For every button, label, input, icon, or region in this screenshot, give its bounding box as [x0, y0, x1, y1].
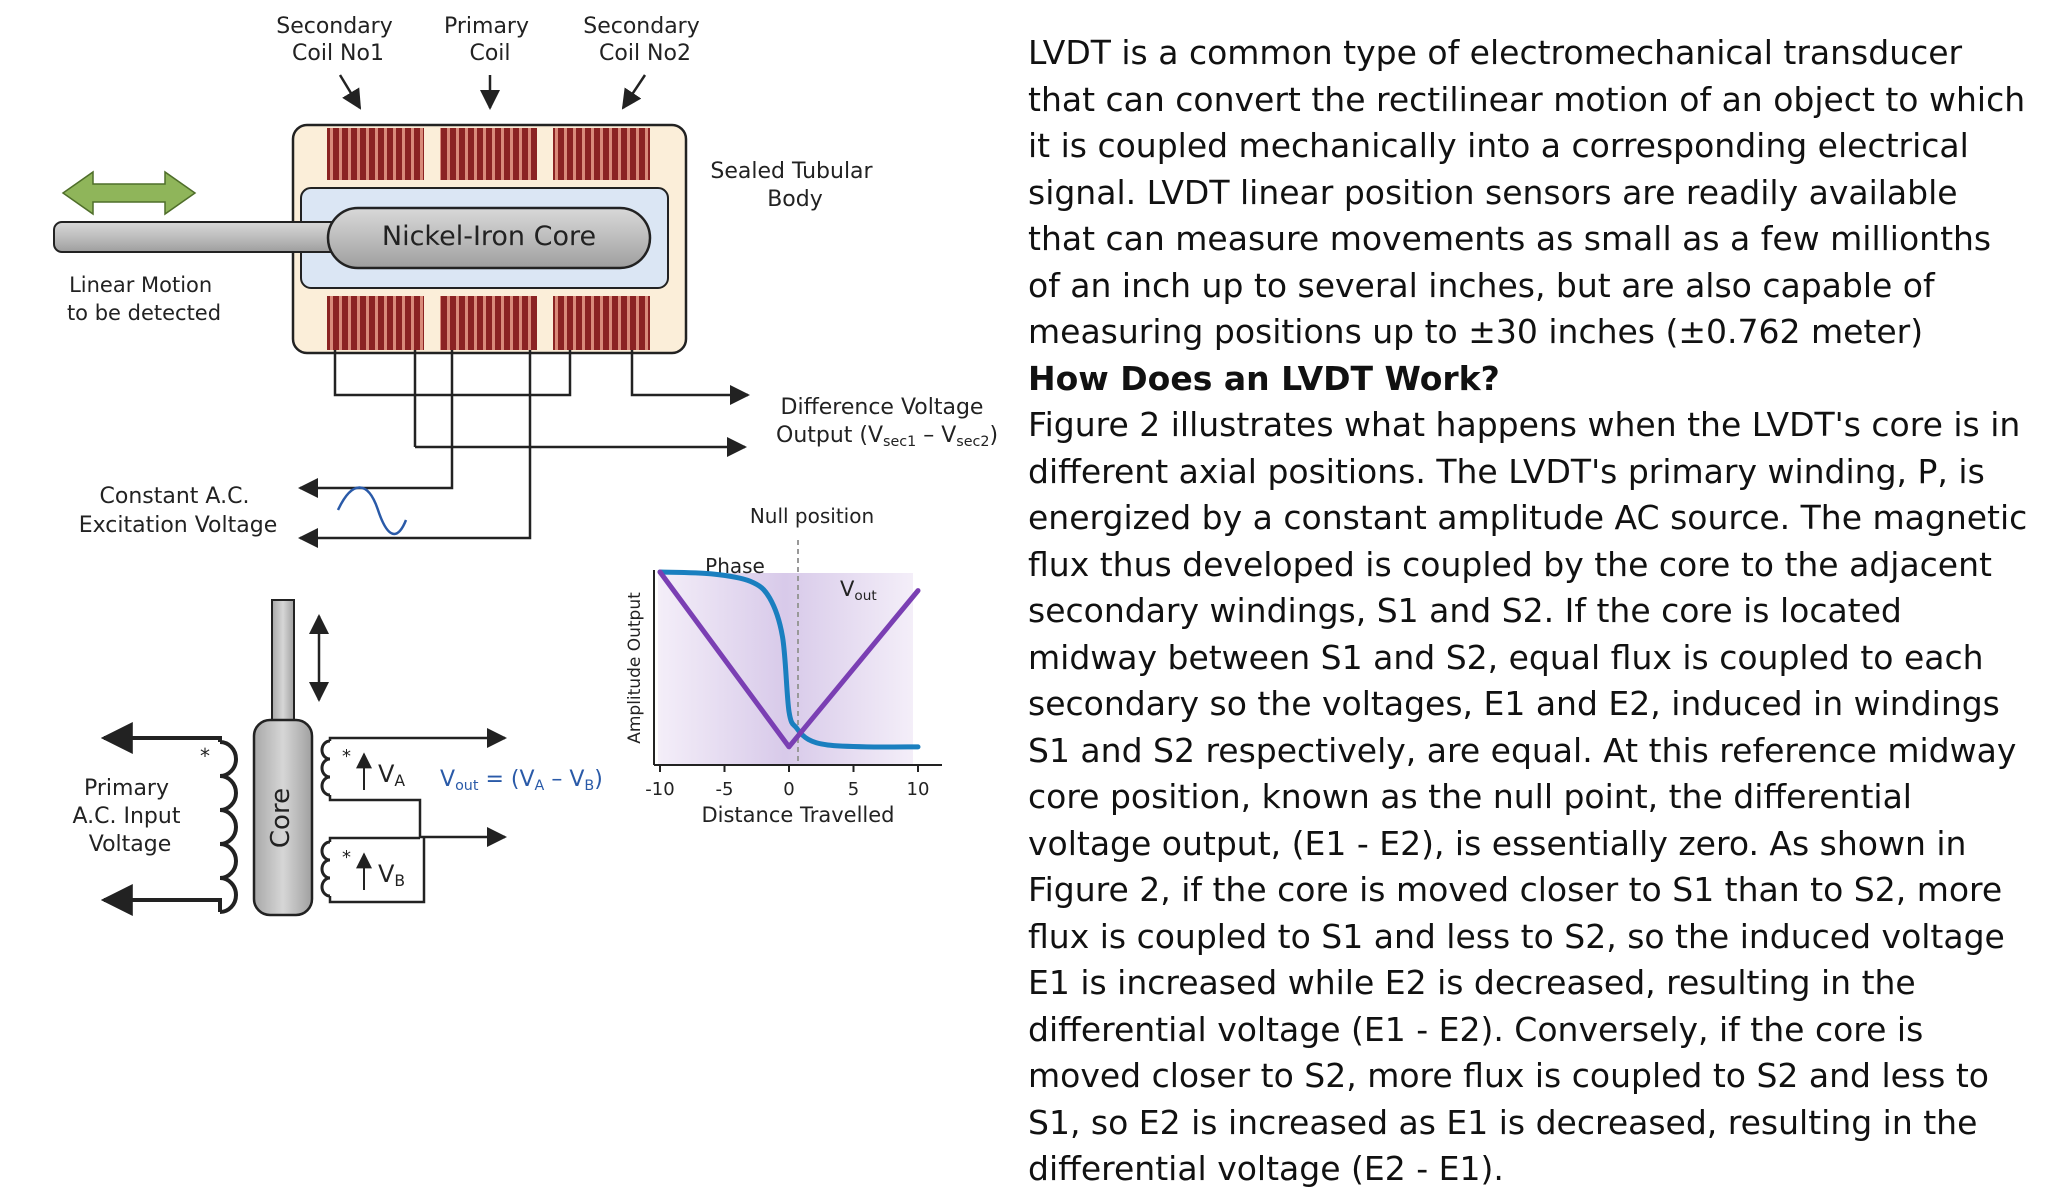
primary-ac-input-label: Primary A.C. Input Voltage	[73, 776, 188, 857]
x-tick-label: -10	[645, 779, 674, 800]
sealed-tubular-body-label: Sealed Tubular Body	[710, 159, 879, 212]
coil-secondary-1-top	[327, 128, 424, 180]
null-position-label: Null position	[750, 504, 874, 528]
schematic-core-rod	[271, 599, 295, 731]
primary-coil-label: Primary Coil	[444, 14, 536, 66]
nickel-iron-core	[326, 206, 652, 270]
lvdt-diagram: Secondary Coil No1 Primary Coil Secondar…	[53, 14, 998, 917]
chart-lines	[657, 569, 921, 750]
secondary-b-dot-marker: *	[342, 847, 351, 868]
core-shaft	[53, 221, 345, 253]
x-tick-label: 0	[783, 779, 794, 800]
sine-wave-icon	[336, 486, 408, 535]
primary-lead-bottom	[100, 884, 222, 916]
lvdt-construction: Secondary Coil No1 Primary Coil Secondar…	[53, 14, 998, 548]
linear-motion-arrow-icon	[61, 170, 197, 216]
va-label: VA	[378, 760, 405, 790]
linear-motion-label: Linear Motion to be detected	[67, 273, 221, 325]
intro-paragraph: LVDT is a common type of electromechanic…	[1028, 33, 2026, 351]
primary-coil-winding	[219, 740, 238, 914]
secondary-coil-2-pointer	[621, 74, 647, 110]
constant-ac-label: Constant A.C. Excitation Voltage	[79, 484, 278, 538]
coil-secondary-1-bottom	[327, 296, 424, 350]
vout-series-line	[657, 569, 921, 750]
text-panel: LVDT is a common type of electromechanic…	[1028, 30, 2028, 1193]
vb-label: VB	[378, 860, 405, 890]
x-tick-label: 5	[848, 779, 859, 800]
wiring	[298, 350, 750, 548]
phase-series-line	[657, 569, 921, 750]
nickel-iron-core-label: Nickel-Iron Core	[382, 221, 596, 252]
schematic-core-label: Core	[266, 788, 296, 848]
primary-lead-top	[100, 722, 222, 754]
secondary-a-dot-marker: *	[342, 746, 351, 767]
chart-ticks: -10 -5 0 5 10	[645, 765, 929, 800]
schematic-core	[252, 718, 314, 917]
chart-ylabel: Amplitude Output	[625, 592, 645, 744]
difference-voltage-output-label: Output (Vsec1 – Vsec2)	[776, 423, 998, 450]
vout-equation: Vout = (VA – VB)	[440, 767, 603, 794]
secondary-coil-a-winding	[320, 739, 331, 797]
secondary-coil-2-label: Secondary Coil No2	[583, 14, 707, 66]
section-heading: How Does an LVDT Work?	[1028, 358, 1500, 398]
vout-series-label: Vout	[840, 577, 877, 604]
secondary-coil-1-pointer	[338, 74, 362, 110]
chart-xlabel: Distance Travelled	[701, 803, 894, 827]
amplitude-chart: Null position Amplitude Output Distance …	[625, 504, 942, 827]
secondary-wiring	[328, 728, 507, 904]
primary-dot-marker: *	[200, 744, 210, 768]
x-tick-label: 10	[907, 779, 930, 800]
secondary-coil-1-label: Secondary Coil No1	[276, 14, 400, 66]
difference-voltage-label: Difference Voltage	[781, 395, 984, 420]
coil-primary-top	[440, 128, 537, 180]
coil-primary-bottom	[440, 296, 537, 350]
lvdt-schematic: Core * Primary A.C. Input Voltage * * VA…	[73, 599, 603, 917]
coil-secondary-2-bottom	[553, 296, 650, 350]
x-tick-label: -5	[716, 779, 734, 800]
explanation-paragraph: Figure 2 illustrates what happens when t…	[1028, 405, 2028, 1188]
secondary-coil-b-winding	[320, 840, 331, 898]
coil-secondary-2-top	[553, 128, 650, 180]
